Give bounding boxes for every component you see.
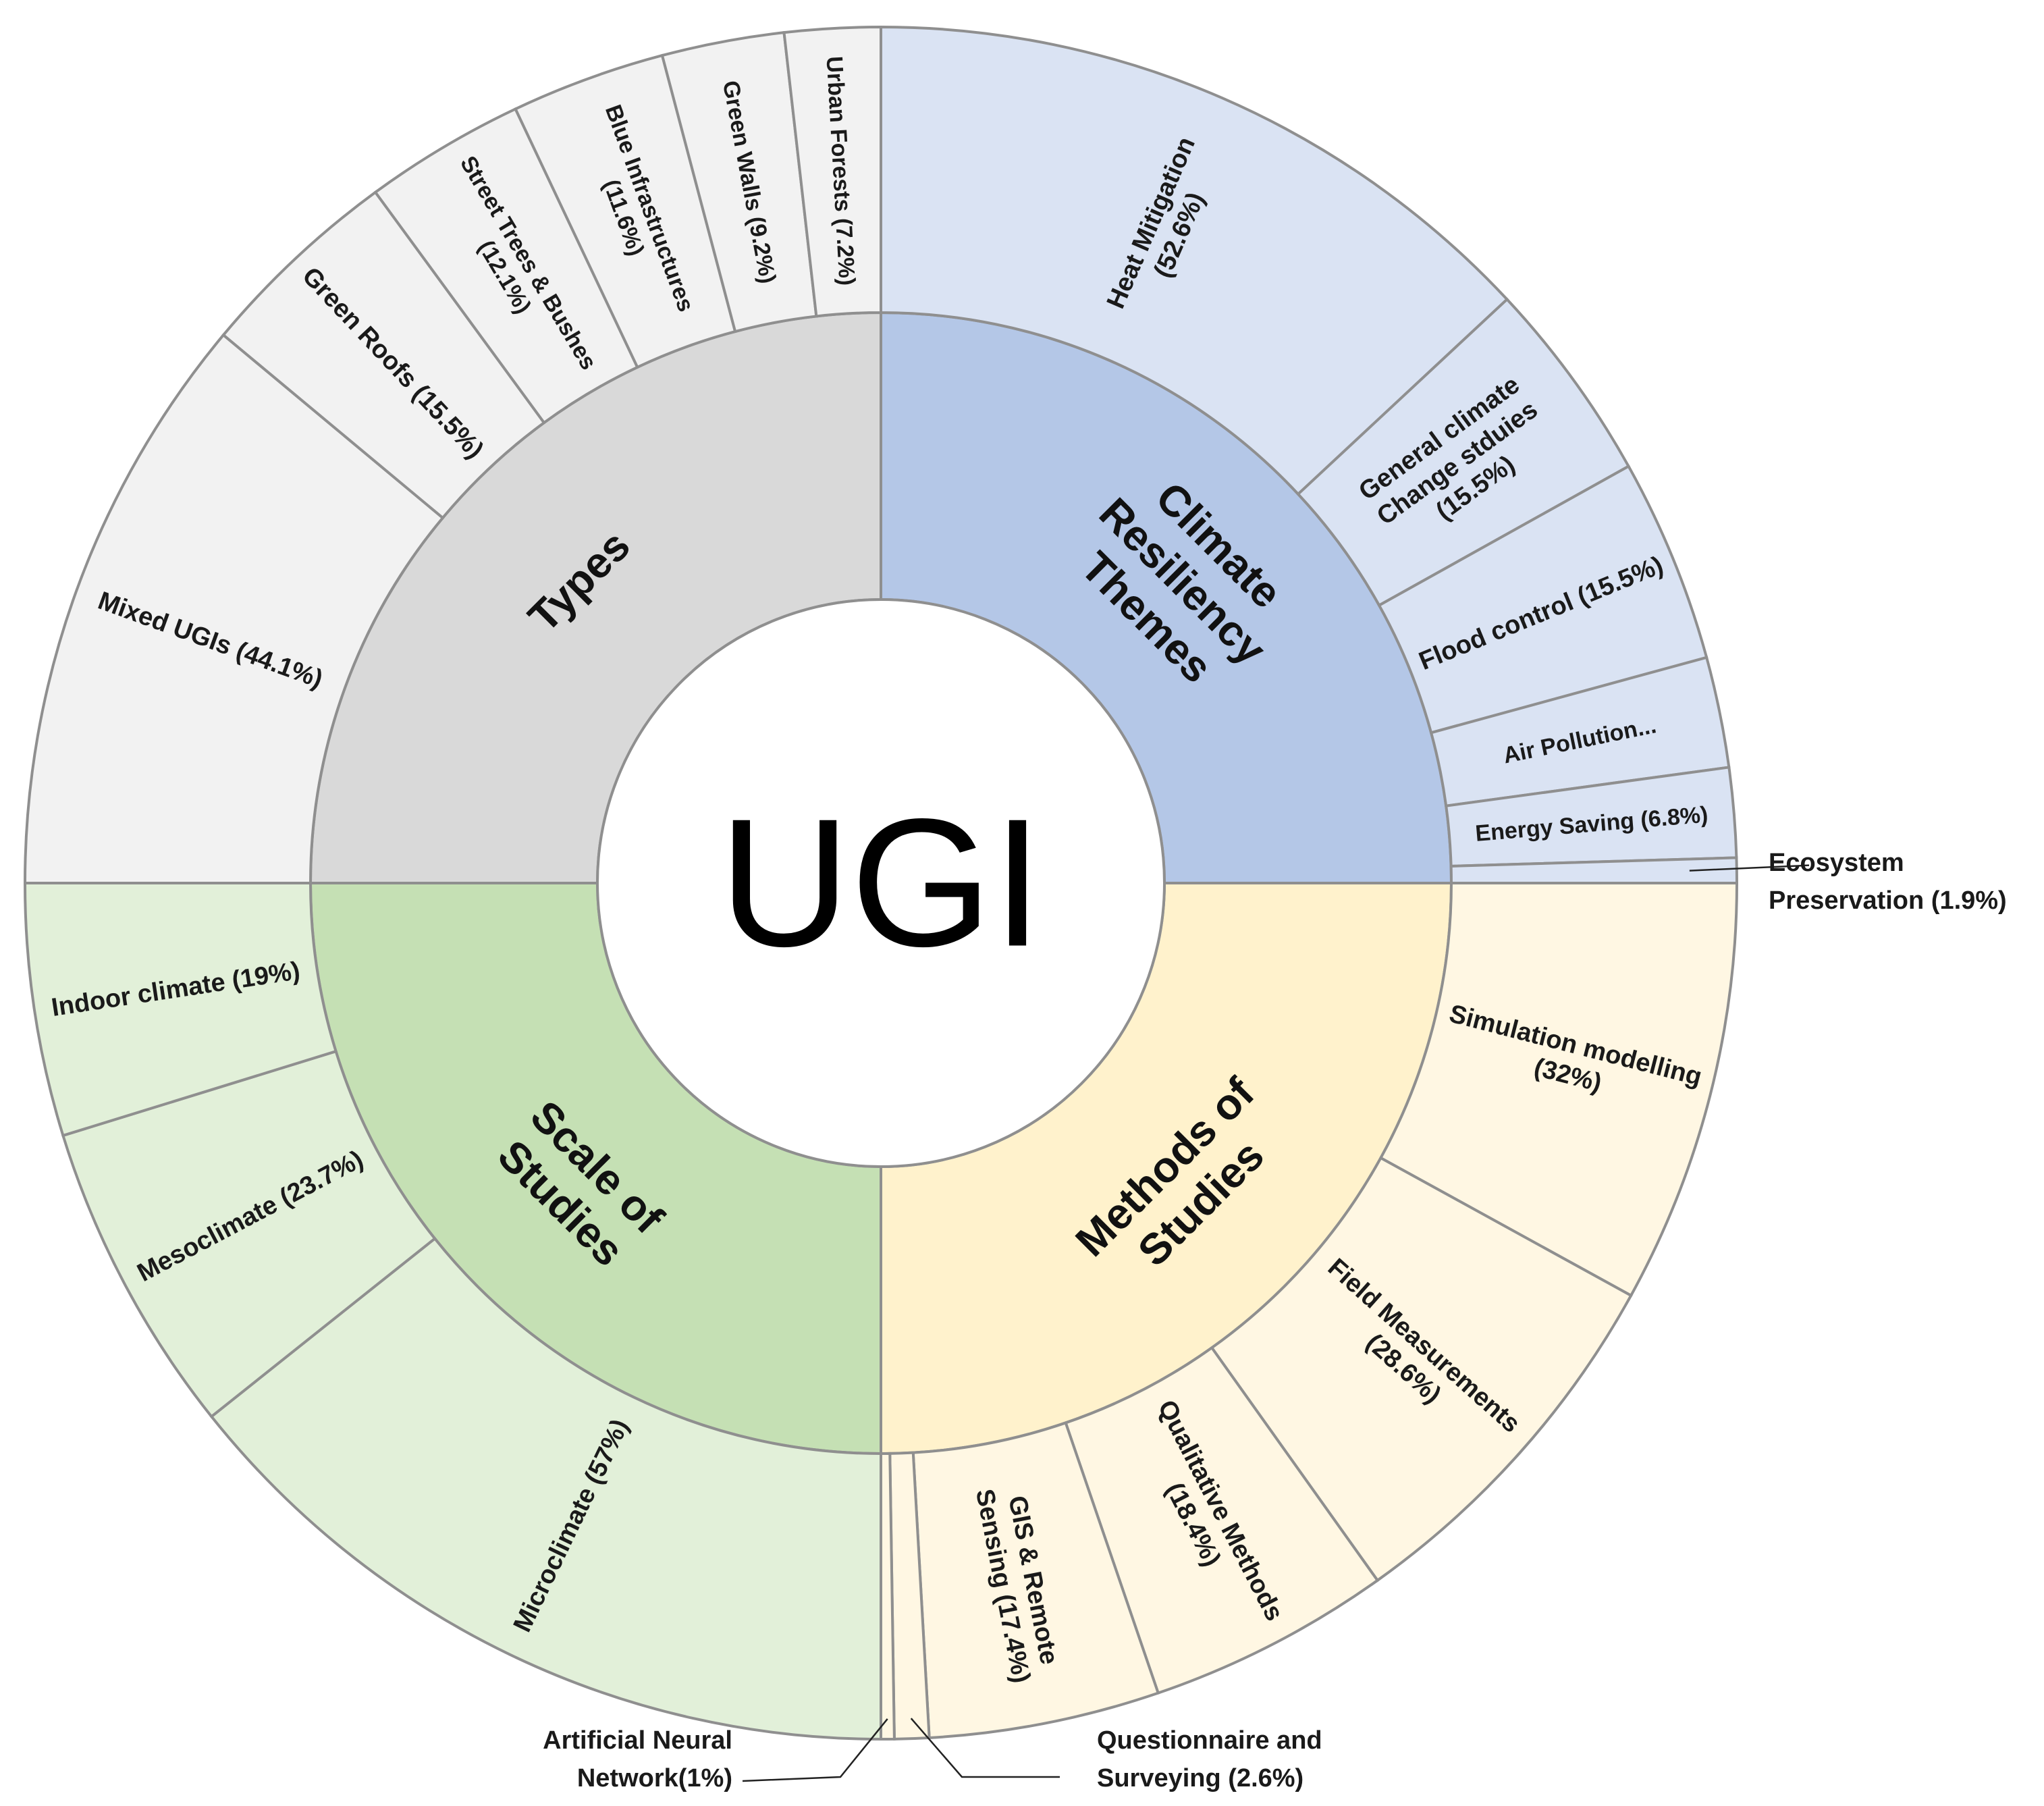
- center-label: UGI: [719, 782, 1043, 985]
- sunburst-rings: [23, 25, 1739, 1741]
- leader-line-questionnaire-and-surveying: [910, 1718, 1060, 1778]
- callout-leaders: [742, 864, 1810, 1782]
- center-circle: [596, 598, 1166, 1168]
- leader-line-ecosystem-preservation: [1689, 864, 1810, 872]
- outer-segment-microclimate: [209, 1236, 882, 1741]
- outer-segment-mixed-ugis: [23, 333, 445, 884]
- outer-segment-urban-forests: [782, 25, 882, 318]
- outer-segment-heat-mitigation: [880, 25, 1509, 496]
- leader-line-artificial-neural-network: [742, 1718, 888, 1782]
